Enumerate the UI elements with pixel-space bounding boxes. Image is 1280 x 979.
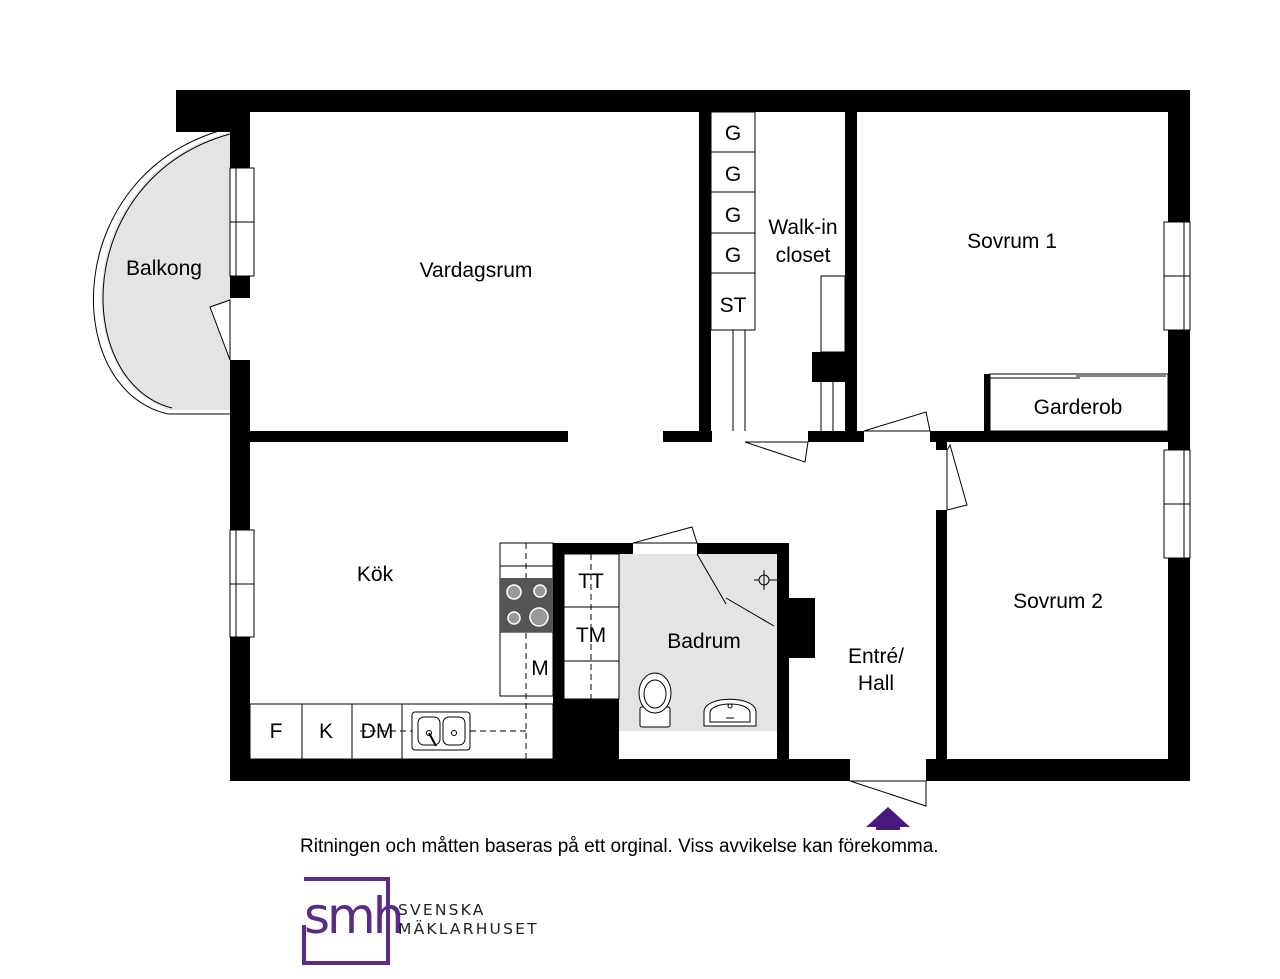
fixture-label-k: K <box>319 720 333 743</box>
room-label-kok: Kök <box>357 563 394 586</box>
room-label-garderob: Garderob <box>1034 396 1123 419</box>
room-label-vardagsrum: Vardagsrum <box>420 259 533 282</box>
fixture-label-st: ST <box>720 294 747 317</box>
logo-line-1: SVENSKA <box>398 901 486 919</box>
entrance-arrow-icon <box>866 807 910 830</box>
balcony-railing <box>92 127 231 415</box>
room-label-sovrum-1: Sovrum 1 <box>967 230 1057 253</box>
room-label-entre-1: Entré/ <box>848 645 904 668</box>
fixture-label-tt: TT <box>578 570 604 593</box>
stove-icon <box>500 578 553 632</box>
walls <box>176 90 1190 781</box>
windows <box>229 167 1191 638</box>
room-label-walkin-1: Walk-in <box>768 216 837 239</box>
washbasin-icon <box>703 698 757 727</box>
logo-mark: smh <box>304 887 404 945</box>
fixture-label-dm: DM <box>361 720 394 743</box>
fixture-label-g4: G <box>725 244 741 267</box>
doors <box>209 299 968 807</box>
fixture-label-g3: G <box>725 204 741 227</box>
company-logo: smh SVENSKA MÄKLARHUSET <box>302 877 542 967</box>
fixture-label-g2: G <box>725 163 741 186</box>
closet-shelves <box>710 111 1169 432</box>
fixture-label-g1: G <box>725 122 741 145</box>
toilet-icon <box>638 672 672 728</box>
disclaimer-note: Ritningen och måtten baseras på ett orgi… <box>300 836 939 857</box>
floor-plan: Balkong Vardagsrum Walk-in closet Sovrum… <box>92 90 1191 830</box>
balcony-railing-inner <box>102 133 231 409</box>
shower-icon <box>754 570 777 590</box>
room-label-balkong: Balkong <box>126 257 202 280</box>
fixture-label-tm: TM <box>576 624 606 647</box>
room-label-sovrum-2: Sovrum 2 <box>1013 590 1103 613</box>
room-label-entre-2: Hall <box>858 672 894 695</box>
logo-frame <box>302 877 390 965</box>
logo-line-2: MÄKLARHUSET <box>398 920 539 938</box>
fixture-label-m: M <box>531 657 549 680</box>
logo-wordmark: SVENSKA MÄKLARHUSET <box>398 901 539 939</box>
room-label-badrum: Badrum <box>667 630 741 653</box>
room-label-walkin-2: closet <box>776 244 831 267</box>
sink-icon <box>411 711 471 751</box>
fixture-label-f: F <box>270 720 283 743</box>
